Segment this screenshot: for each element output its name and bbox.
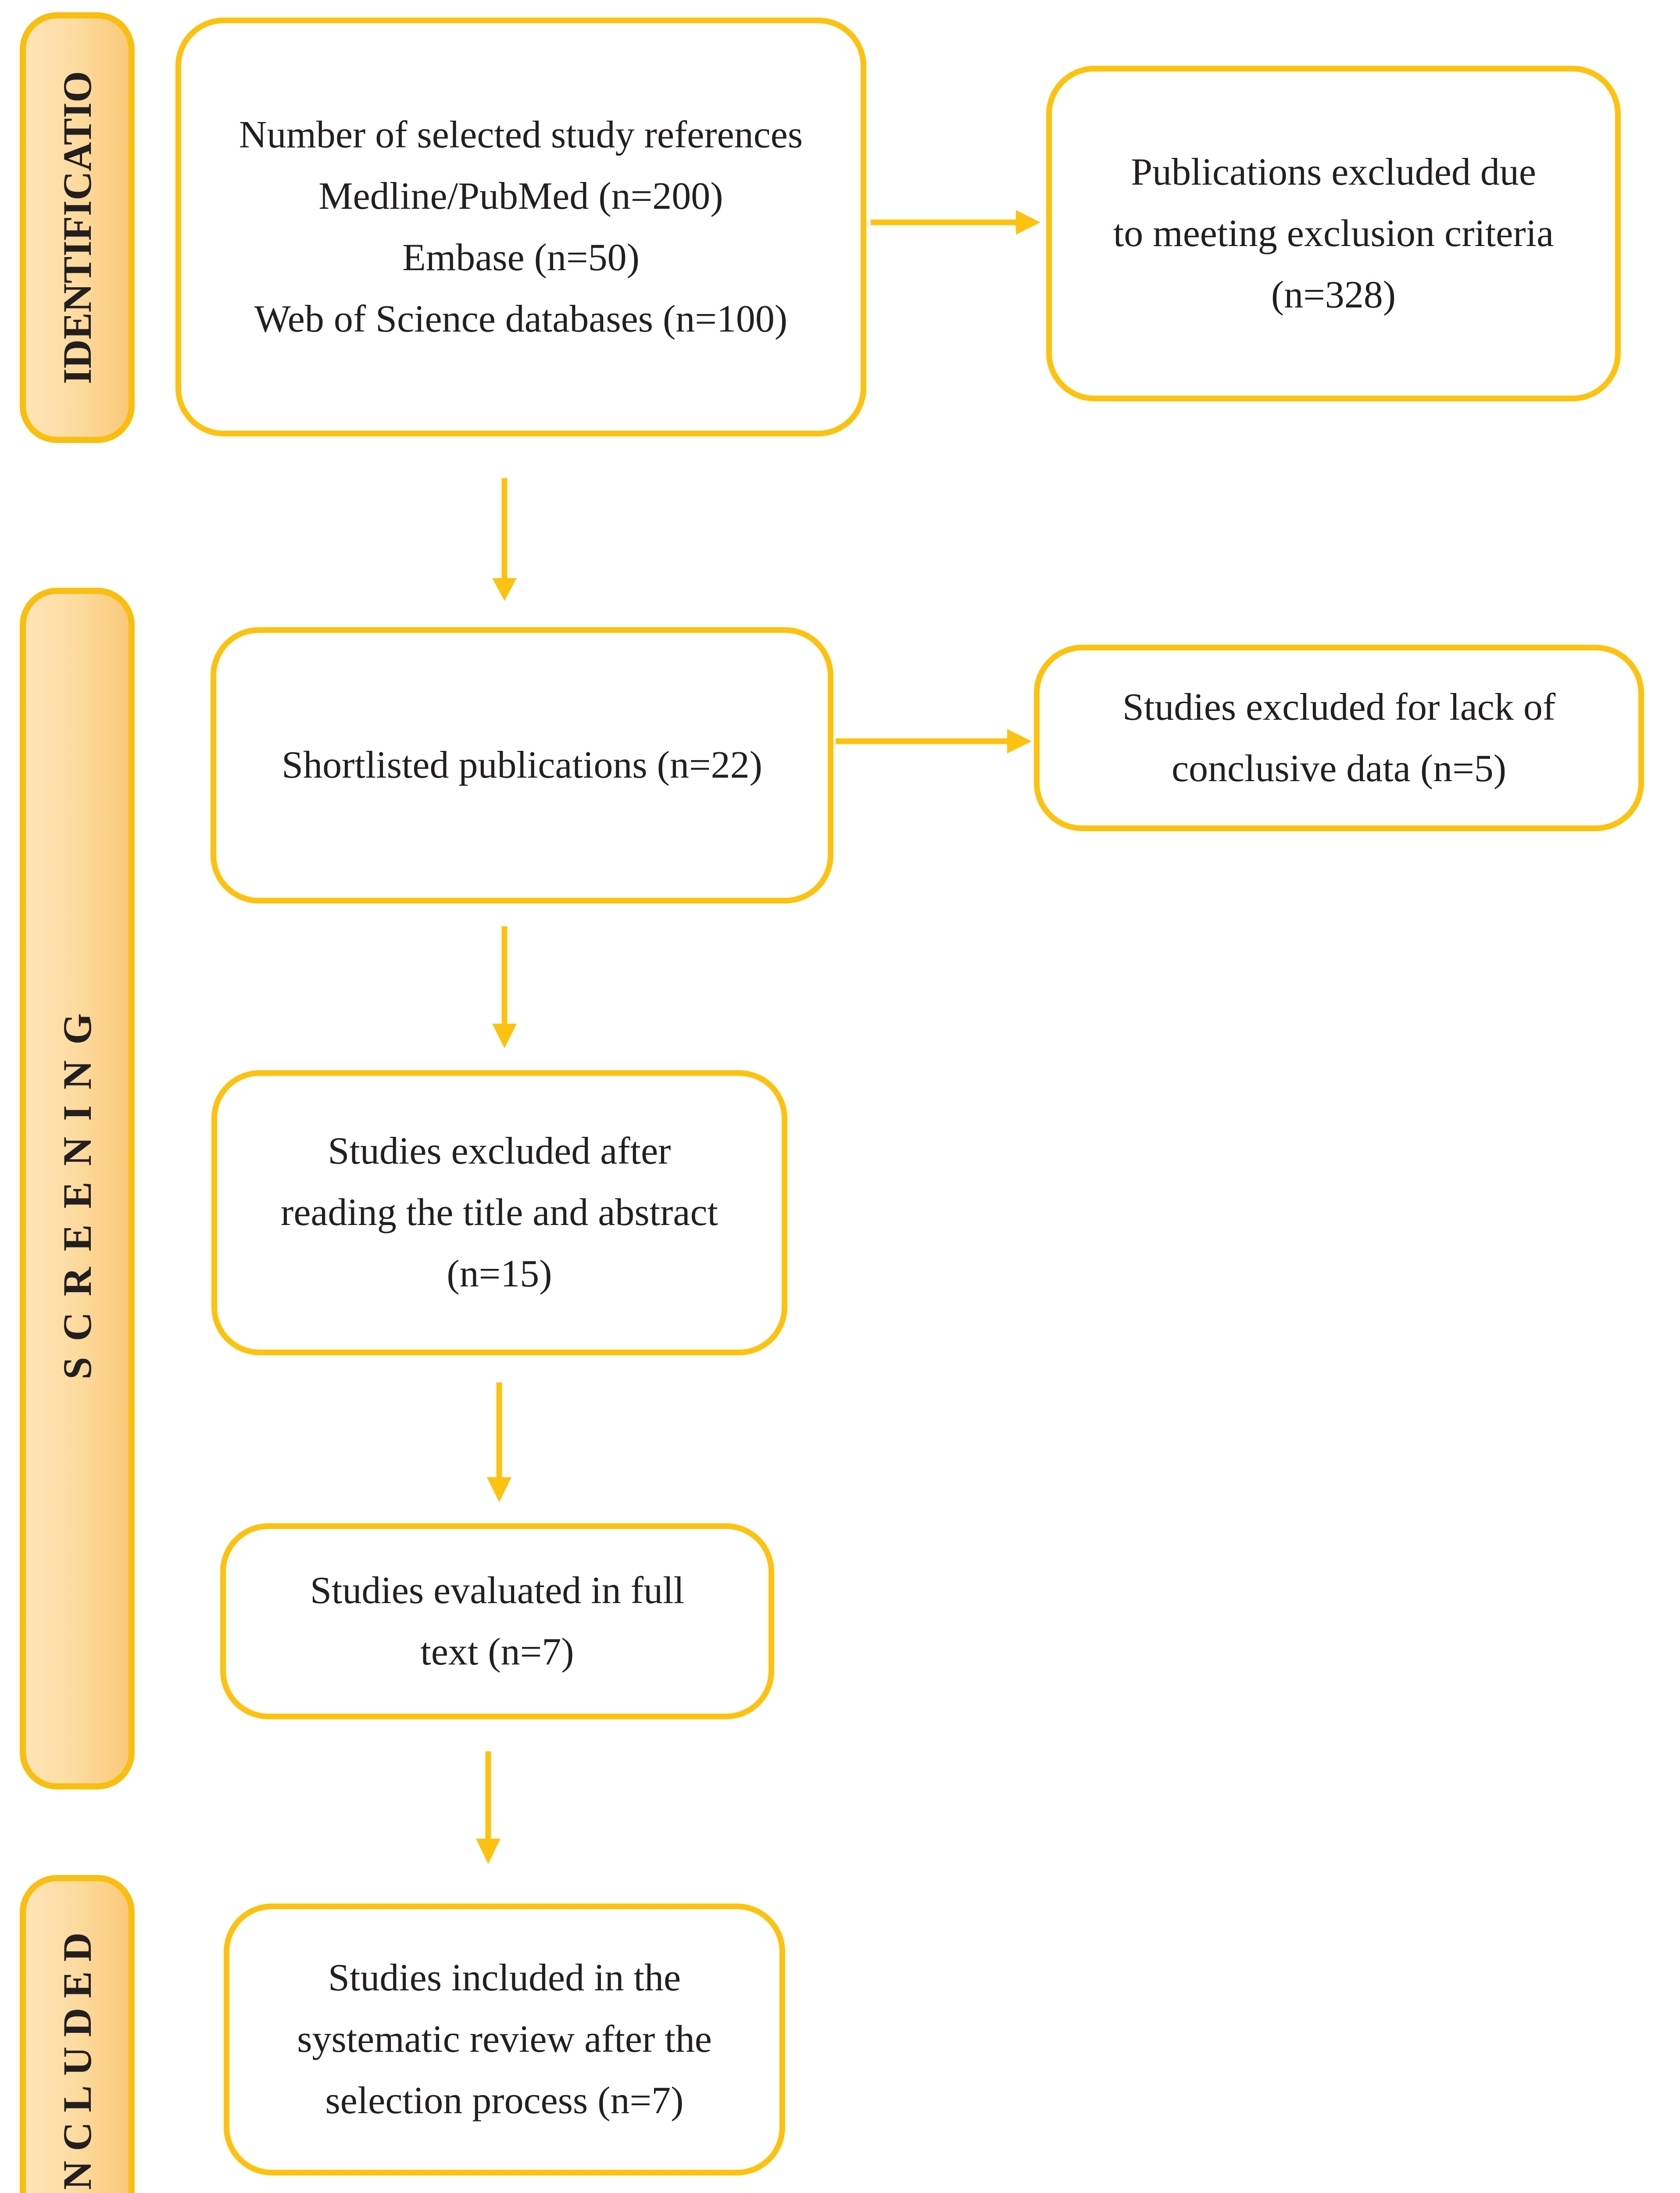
stage-included-label: INCLUDED <box>55 1923 100 2193</box>
arrow-down-fulltext-to-included-icon <box>476 1751 500 1864</box>
box-excluded-lack-line: Studies excluded for lack of <box>1122 686 1556 729</box>
box-full-text-line: text (n=7) <box>420 1630 574 1673</box>
arrow-down-records-to-shortlisted-icon <box>492 478 517 601</box>
arrow-right-shortlisted-to-lack-of-data-icon <box>836 729 1032 754</box>
box-publications-excluded: Publications excluded due to meeting exc… <box>1046 66 1621 401</box>
box-included-line: selection process (n=7) <box>325 2079 684 2122</box>
box-included-line: systematic review after the <box>297 2018 712 2061</box>
box-records-line: Medline/PubMed (n=200) <box>318 175 723 218</box>
box-shortlisted-publications: Shortlisted publications (n=22) <box>211 627 833 904</box>
stage-identification-label: IDENTIFICATIO <box>55 71 100 384</box>
box-excluded-title-line: Studies excluded after <box>328 1130 671 1172</box>
box-publications-excluded-line: (n=328) <box>1271 273 1396 316</box>
box-excluded-title-line: reading the title and abstract <box>281 1191 718 1234</box>
stage-screening-label: SCREENING <box>55 997 100 1380</box>
box-full-text-evaluated: Studies evaluated in full text (n=7) <box>220 1523 774 1719</box>
box-records-line: Number of selected study references <box>239 113 803 156</box>
box-excluded-title-line: (n=15) <box>447 1253 552 1295</box>
box-publications-excluded-line: to meeting exclusion criteria <box>1113 212 1554 255</box>
box-excluded-title-abstract: Studies excluded after reading the title… <box>211 1070 787 1355</box>
box-records-line: Web of Science databases (n=100) <box>254 297 788 340</box>
stage-identification: IDENTIFICATIO <box>20 12 135 443</box>
box-records-line: Embase (n=50) <box>402 236 640 279</box>
box-included-in-review: Studies included in the systematic revie… <box>224 1904 785 2175</box>
stage-screening: SCREENING <box>20 588 135 1789</box>
box-included-line: Studies included in the <box>328 1957 681 1999</box>
box-records-identified: Number of selected study references Medl… <box>175 18 866 436</box>
box-full-text-line: Studies evaluated in full <box>310 1569 684 1612</box>
box-publications-excluded-line: Publications excluded due <box>1131 150 1536 193</box>
arrow-down-shortlisted-to-title-abstract-icon <box>492 926 517 1048</box>
stage-included: INCLUDED <box>20 1875 135 2193</box>
arrow-down-title-abstract-to-fulltext-icon <box>487 1382 511 1502</box>
arrow-right-records-to-excluded-icon <box>871 210 1040 235</box>
box-shortlisted-line: Shortlisted publications (n=22) <box>282 744 762 786</box>
box-excluded-lack-of-data: Studies excluded for lack of conclusive … <box>1034 645 1644 831</box>
box-excluded-lack-line: conclusive data (n=5) <box>1171 747 1507 790</box>
